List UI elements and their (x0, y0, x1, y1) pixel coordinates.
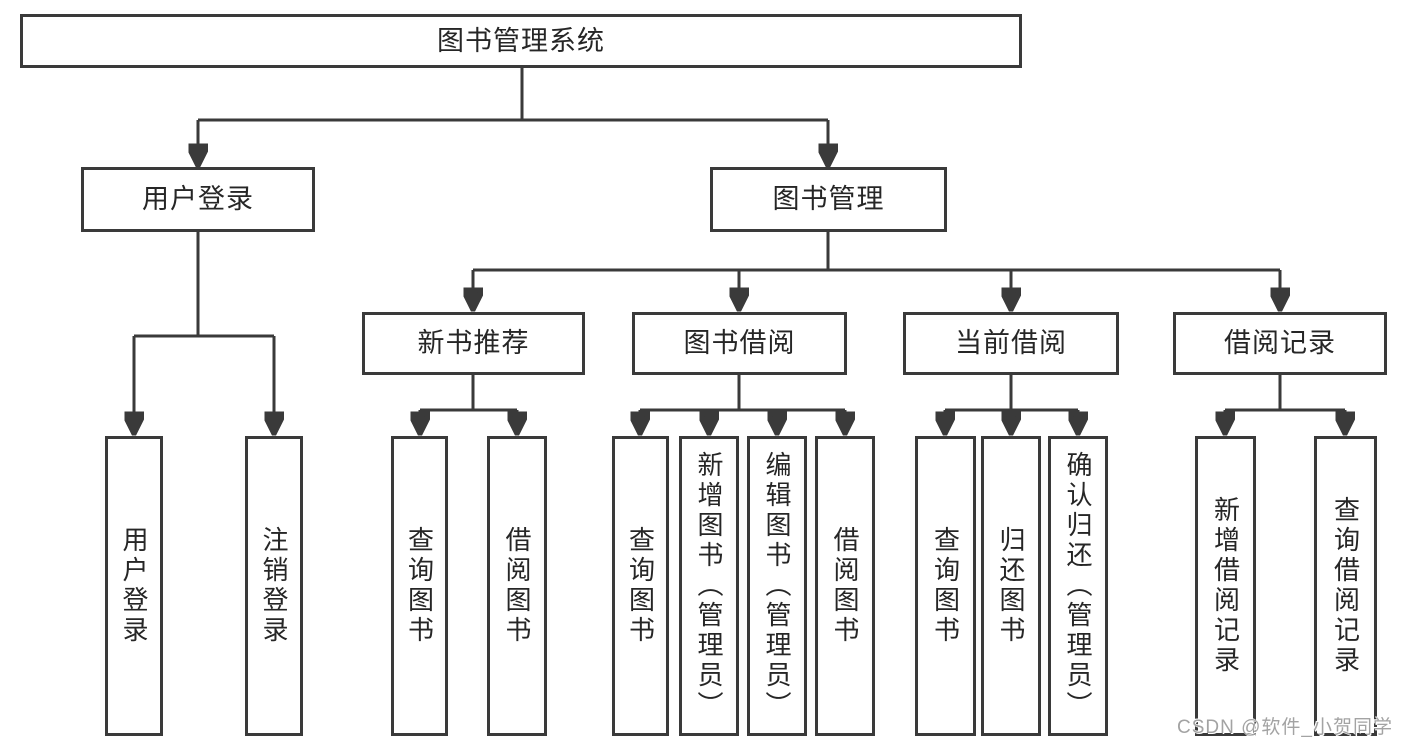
leaf-query-books-recommend: 查询图书 (391, 436, 448, 736)
leaf-add-book-admin: 新增图书（管理员） (679, 436, 739, 736)
node-library-management-system: 图书管理系统 (20, 14, 1022, 68)
node-label: 用户登录 (142, 184, 254, 214)
leaf-user-login: 用户登录 (105, 436, 163, 736)
leaf-query-books-borrowing: 查询图书 (612, 436, 669, 736)
csdn-watermark: CSDN @软件_小贺同学 (1177, 717, 1393, 738)
leaf-add-borrow-record: 新增借阅记录 (1195, 436, 1256, 736)
node-label: 新增图书（管理员） (694, 451, 724, 721)
node-label: 查询图书 (930, 526, 961, 646)
node-label: 编辑图书（管理员） (762, 451, 792, 721)
node-label: 查询图书 (625, 526, 656, 646)
node-book-management: 图书管理 (710, 167, 947, 232)
node-label: 当前借阅 (955, 328, 1067, 358)
node-label: 新增借阅记录 (1210, 496, 1241, 676)
node-current-borrowing: 当前借阅 (903, 312, 1119, 375)
node-label: 图书管理 (772, 184, 885, 214)
node-label: 用户登录 (119, 526, 149, 646)
leaf-borrow-books-borrowing: 借阅图书 (815, 436, 875, 736)
node-book-borrowing: 图书借阅 (632, 312, 847, 375)
node-label: 归还图书 (996, 526, 1026, 646)
node-label: 借阅图书 (502, 526, 532, 646)
node-label: 确认归还（管理员） (1063, 451, 1093, 721)
leaf-borrow-books-recommend: 借阅图书 (487, 436, 547, 736)
leaf-return-books: 归还图书 (981, 436, 1041, 736)
node-borrowing-records: 借阅记录 (1173, 312, 1387, 375)
node-label: 图书借阅 (683, 328, 796, 358)
node-label: 新书推荐 (417, 328, 530, 358)
node-label: 查询图书 (404, 526, 435, 646)
node-label: 借阅图书 (830, 526, 860, 646)
node-label: 注销登录 (259, 526, 289, 646)
node-label: 借阅记录 (1224, 328, 1336, 358)
node-label: 查询借阅记录 (1330, 496, 1361, 676)
leaf-confirm-return-admin: 确认归还（管理员） (1048, 436, 1108, 736)
leaf-edit-book-admin: 编辑图书（管理员） (747, 436, 807, 736)
node-new-book-recommendation: 新书推荐 (362, 312, 585, 375)
leaf-query-books-current: 查询图书 (915, 436, 976, 736)
node-label: 图书管理系统 (437, 25, 605, 56)
node-user-login: 用户登录 (81, 167, 315, 232)
leaf-logout: 注销登录 (245, 436, 303, 736)
leaf-query-borrow-record: 查询借阅记录 (1314, 436, 1377, 736)
